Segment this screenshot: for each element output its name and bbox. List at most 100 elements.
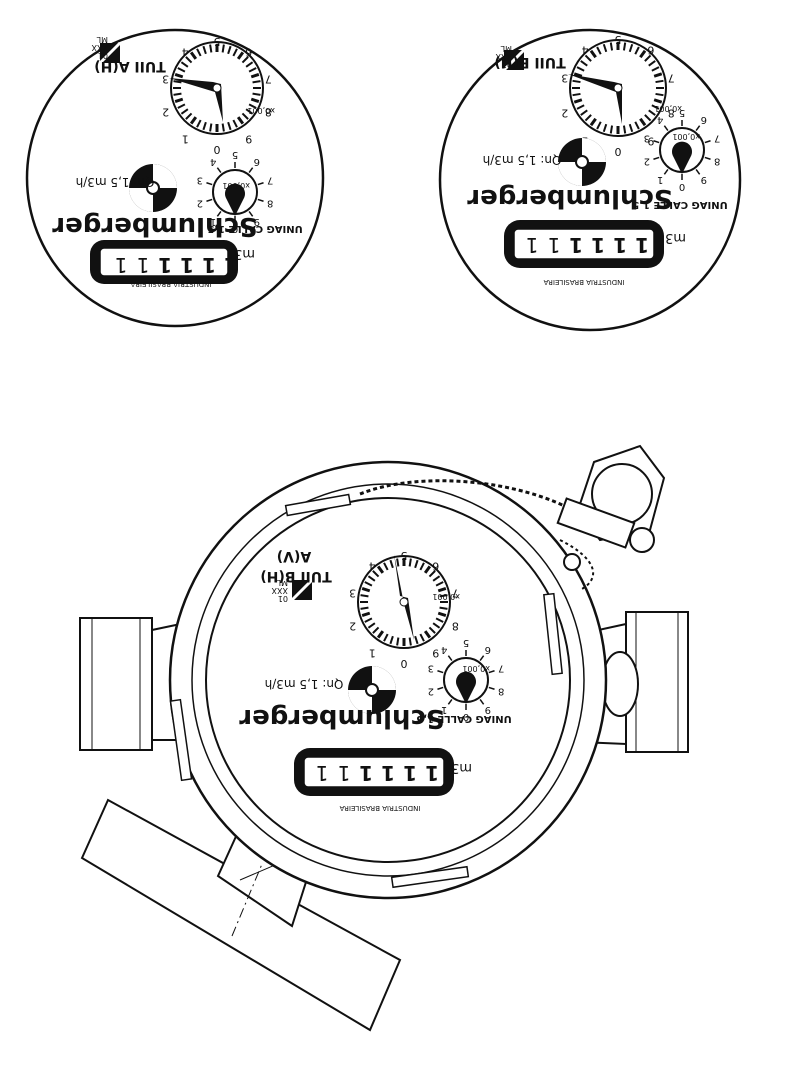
small-dial-tick — [447, 655, 453, 662]
dial-number: 5 — [401, 549, 408, 562]
dial-tick — [396, 637, 400, 646]
dial-number: 2 — [349, 620, 356, 633]
dial-tick — [241, 112, 249, 120]
dial-tick — [232, 119, 238, 128]
dial-tick — [584, 114, 592, 122]
dial-tick — [622, 125, 627, 134]
digit-6: 1 — [316, 761, 329, 785]
pointer-needle — [568, 74, 622, 124]
dial-tick — [189, 51, 198, 60]
dial-tick — [655, 79, 664, 84]
dial-number: 8 — [668, 106, 675, 119]
flow-rate-label: Qn: 1,5 m3/h — [76, 175, 155, 189]
footer-label: INDUSTRIA BRASILEIRA — [339, 804, 420, 812]
dial-tick — [189, 116, 198, 125]
dial-tick — [639, 49, 647, 59]
small-dial-tick — [248, 167, 254, 174]
dial-tick — [177, 67, 186, 73]
flow-rate-label: Qn: 1,5 m3/h — [483, 153, 562, 167]
dial-tick — [435, 617, 444, 623]
dial-tick — [437, 586, 447, 593]
dial-tick — [602, 43, 608, 53]
dial-tick — [634, 46, 640, 55]
rim-slots — [169, 493, 563, 889]
small-dial-number: 3 — [197, 175, 203, 186]
footer-label: INDUSTRIA BRASILEIRA — [130, 280, 211, 288]
small-dial-number: 7 — [714, 133, 720, 144]
dial-tick — [437, 611, 447, 618]
small-dial-tick — [488, 686, 495, 690]
dial-tick — [573, 72, 583, 78]
digit-5: 1 — [548, 233, 561, 257]
dial-tick — [364, 617, 373, 623]
digit-5: 1 — [137, 253, 150, 277]
variant-mark-label: A(V) — [277, 548, 311, 564]
dial-tick — [628, 43, 634, 53]
dial-number: 1 — [182, 133, 189, 146]
dial-tick — [414, 635, 419, 645]
lead-seal — [556, 444, 666, 571]
brand-label: Schlumberger — [52, 211, 257, 241]
dial-tick — [584, 54, 592, 62]
dial-tick — [250, 72, 260, 79]
flow-rate-label: Qn: 1,5 m3/h — [265, 677, 344, 691]
small-dial-tick — [257, 198, 264, 202]
logo-mark — [98, 41, 122, 65]
small-dial-number: 7 — [267, 175, 273, 186]
dial-tick — [221, 44, 225, 53]
small-dial-tick — [663, 168, 669, 175]
dial-number: 4 — [182, 45, 189, 58]
dial-tick — [408, 637, 412, 646]
small-dial-tick — [206, 198, 213, 202]
dial-tick — [376, 565, 385, 574]
small-dial-number: 4 — [657, 114, 663, 125]
dial-number: 6 — [432, 559, 439, 572]
face-text: Schlumberger Qn: 1,5 m3/h TUII B(H) UNIA… — [467, 44, 728, 286]
dial-tick — [419, 633, 425, 642]
dial-number: 8 — [265, 106, 272, 119]
dial-tick — [423, 565, 432, 574]
dial-tick — [236, 51, 245, 60]
dial-tick — [185, 112, 193, 120]
dial-tick — [572, 92, 581, 97]
small-dial-tick — [437, 686, 444, 690]
small-dial-tick — [248, 210, 254, 217]
dial-tick — [639, 117, 647, 127]
dial-number: 9 — [647, 134, 654, 147]
seal-chain — [359, 479, 577, 514]
rotor-icon — [558, 138, 606, 186]
dial-tick — [576, 66, 585, 72]
digit-6: 1 — [526, 233, 539, 257]
dial-tick — [622, 42, 627, 51]
dial-tick — [653, 98, 663, 104]
small-dial-number: 5 — [463, 637, 469, 648]
logo-line-3: ML — [96, 35, 108, 44]
small-dial-number: 0 — [679, 181, 685, 192]
small-dial-label: x0,001 — [222, 181, 250, 190]
dial-tick — [432, 622, 441, 629]
dial-tick — [419, 562, 425, 571]
dial-tick — [236, 116, 245, 125]
dial-tick — [245, 108, 254, 115]
logo-line-3: ML — [500, 44, 512, 53]
brand-label: Schlumberger — [239, 703, 444, 733]
small-dial-tick — [653, 140, 660, 144]
dial-tick — [364, 581, 373, 587]
brand-label: Schlumberger — [467, 183, 672, 213]
small-dial-number: 7 — [498, 663, 504, 674]
dial-tick — [177, 103, 186, 109]
model-label: UNIAG CALLE 1,5 — [207, 223, 303, 234]
dial-tick — [250, 97, 260, 104]
logo-line-2: XXX — [271, 586, 288, 595]
small-dial-number: 5 — [679, 107, 685, 118]
small-dial-tick — [695, 168, 701, 175]
rotor-icon — [129, 164, 177, 212]
small-dial-pointer — [225, 183, 245, 216]
